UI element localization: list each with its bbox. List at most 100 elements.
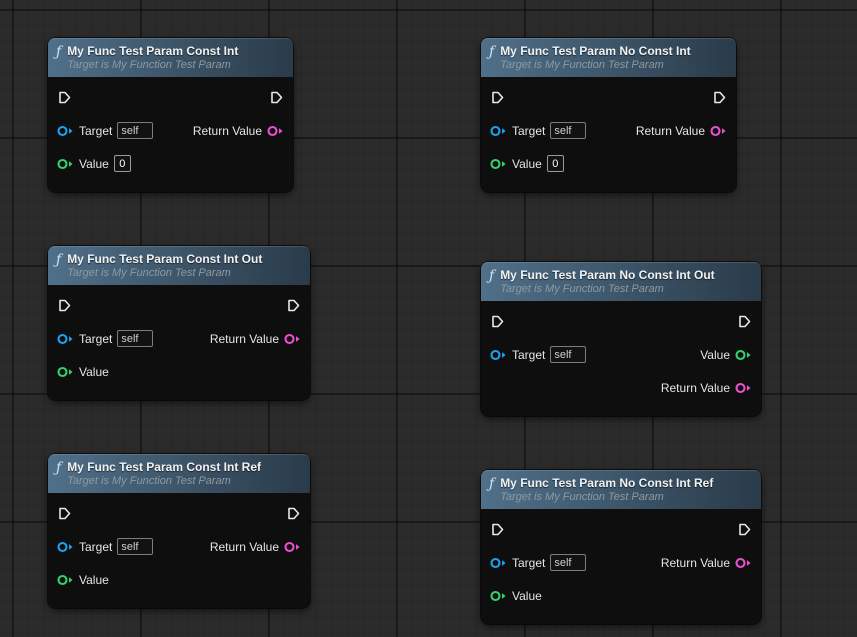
node-header[interactable]: ƒ My Func Test Param Const Int RefTarget … bbox=[48, 454, 310, 493]
value-input[interactable] bbox=[547, 155, 564, 172]
return-value-pin[interactable] bbox=[710, 125, 727, 137]
pin-row: Target Return Value bbox=[481, 546, 761, 579]
exec-out-pin[interactable] bbox=[737, 522, 752, 537]
input-pins bbox=[48, 298, 72, 313]
node-body: TargetReturn ValueValue bbox=[48, 77, 293, 192]
exec-out-pin[interactable] bbox=[712, 90, 727, 105]
exec-out-pin[interactable] bbox=[286, 298, 301, 313]
target-pin[interactable] bbox=[490, 557, 507, 569]
input-pins: Target bbox=[48, 330, 153, 347]
function-icon: ƒ bbox=[489, 268, 494, 284]
exec-out-pin[interactable] bbox=[269, 90, 284, 105]
return-value-label: Return Value bbox=[661, 381, 730, 395]
function-icon: ƒ bbox=[56, 252, 61, 268]
output-pins: Return Value bbox=[210, 332, 310, 346]
node-body: Target ValueReturn Value bbox=[481, 301, 761, 416]
output-pins bbox=[286, 506, 310, 521]
node-body: Target Return ValueValue bbox=[481, 77, 736, 192]
target-input[interactable] bbox=[550, 346, 586, 363]
output-pins bbox=[737, 522, 761, 537]
return-value-pin[interactable] bbox=[735, 382, 752, 394]
exec-in-pin[interactable] bbox=[57, 506, 72, 521]
input-pins: Value bbox=[481, 589, 542, 603]
node-title: My Func Test Param Const Int Ref bbox=[67, 460, 261, 474]
node-title: My Func Test Param No Const Int bbox=[500, 44, 690, 58]
output-pins bbox=[269, 90, 293, 105]
exec-in-pin[interactable] bbox=[57, 298, 72, 313]
input-pins: Target bbox=[481, 554, 586, 571]
node-subtitle: Target is My Function Test Param bbox=[500, 490, 713, 504]
blueprint-node-4[interactable]: ƒMy Func Test Param No Const Int OutTarg… bbox=[481, 262, 761, 416]
node-body: TargetReturn ValueValue bbox=[48, 493, 310, 608]
node-header[interactable]: ƒMy Func Test Param No Const Int RefTarg… bbox=[481, 470, 761, 509]
input-pins bbox=[48, 506, 72, 521]
output-pins: Return Value bbox=[661, 556, 761, 570]
node-titles: My Func Test Param No Const IntTarget is… bbox=[500, 44, 690, 72]
target-pin[interactable] bbox=[57, 541, 74, 553]
return-value-pin[interactable] bbox=[284, 541, 301, 553]
value-label: Value bbox=[79, 157, 109, 171]
input-pins: Target bbox=[48, 538, 153, 555]
target-input[interactable] bbox=[117, 330, 153, 347]
value-pin[interactable] bbox=[490, 590, 507, 602]
blueprint-node-2[interactable]: ƒMy Func Test Param No Const IntTarget i… bbox=[481, 38, 736, 192]
blueprint-node-6[interactable]: ƒMy Func Test Param No Const Int RefTarg… bbox=[481, 470, 761, 624]
target-label: Target bbox=[79, 540, 112, 554]
blueprint-node-3[interactable]: ƒMy Func Test Param Const Int OutTarget … bbox=[48, 246, 310, 400]
input-pins: Value bbox=[481, 155, 564, 172]
target-input[interactable] bbox=[550, 122, 586, 139]
node-titles: My Func Test Param Const Int RefTarget i… bbox=[67, 460, 261, 488]
target-pin[interactable] bbox=[57, 333, 74, 345]
target-label: Target bbox=[79, 332, 112, 346]
input-pins: Target bbox=[481, 122, 586, 139]
target-pin[interactable] bbox=[57, 125, 74, 137]
pin-row bbox=[48, 497, 310, 530]
blueprint-node-1[interactable]: ƒMy Func Test Param Const IntTarget is M… bbox=[48, 38, 293, 192]
value-label: Value bbox=[512, 589, 542, 603]
return-value-label: Return Value bbox=[193, 124, 262, 138]
blueprint-node-5[interactable]: ƒ My Func Test Param Const Int RefTarget … bbox=[48, 454, 310, 608]
pin-row: Target Value bbox=[481, 338, 761, 371]
return-value-pin[interactable] bbox=[284, 333, 301, 345]
target-pin[interactable] bbox=[490, 349, 507, 361]
target-pin[interactable] bbox=[490, 125, 507, 137]
input-pins bbox=[481, 90, 505, 105]
target-input[interactable] bbox=[117, 122, 153, 139]
target-input[interactable] bbox=[117, 538, 153, 555]
node-header[interactable]: ƒMy Func Test Param Const IntTarget is M… bbox=[48, 38, 293, 77]
target-label: Target bbox=[512, 348, 545, 362]
output-pins: Return Value bbox=[661, 381, 761, 395]
value-out-label: Value bbox=[700, 348, 730, 362]
exec-in-pin[interactable] bbox=[57, 90, 72, 105]
exec-out-pin[interactable] bbox=[737, 314, 752, 329]
value-pin[interactable] bbox=[57, 574, 74, 586]
exec-in-pin[interactable] bbox=[490, 314, 505, 329]
value-input[interactable] bbox=[114, 155, 131, 172]
value-pin[interactable] bbox=[57, 158, 74, 170]
exec-in-pin[interactable] bbox=[490, 522, 505, 537]
function-icon: ƒ bbox=[56, 460, 61, 476]
value-out-pin[interactable] bbox=[735, 349, 752, 361]
node-subtitle: Target is My Function Test Param bbox=[500, 282, 714, 296]
input-pins bbox=[48, 90, 72, 105]
value-pin[interactable] bbox=[490, 158, 507, 170]
return-value-pin[interactable] bbox=[735, 557, 752, 569]
output-pins: Return Value bbox=[210, 540, 310, 554]
node-header[interactable]: ƒMy Func Test Param No Const Int OutTarg… bbox=[481, 262, 761, 301]
exec-out-pin[interactable] bbox=[286, 506, 301, 521]
output-pins: Return Value bbox=[636, 124, 736, 138]
function-icon: ƒ bbox=[56, 44, 61, 60]
value-pin[interactable] bbox=[57, 366, 74, 378]
pin-row bbox=[481, 513, 761, 546]
target-input[interactable] bbox=[550, 554, 586, 571]
value-label: Value bbox=[512, 157, 542, 171]
input-pins bbox=[481, 314, 505, 329]
pin-row: Value bbox=[481, 579, 761, 612]
value-label: Value bbox=[79, 365, 109, 379]
exec-in-pin[interactable] bbox=[490, 90, 505, 105]
function-icon: ƒ bbox=[489, 476, 494, 492]
node-header[interactable]: ƒMy Func Test Param No Const IntTarget i… bbox=[481, 38, 736, 77]
return-value-pin[interactable] bbox=[267, 125, 284, 137]
node-header[interactable]: ƒMy Func Test Param Const Int OutTarget … bbox=[48, 246, 310, 285]
